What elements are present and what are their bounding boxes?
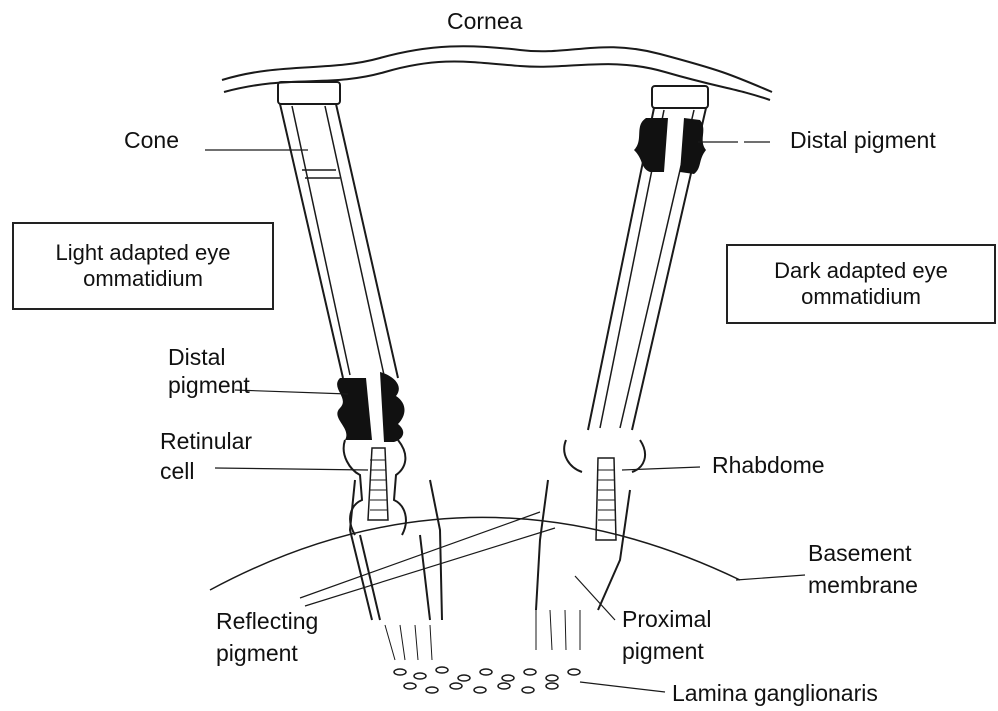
label-distal-pigment-left-2: pigment [168, 372, 250, 399]
label-retinular-2: cell [160, 458, 195, 485]
label-proximal-1: Proximal [622, 606, 711, 633]
label-cornea: Cornea [447, 8, 522, 35]
right-ommatidium [536, 86, 708, 650]
label-rhabdome: Rhabdome [712, 452, 825, 479]
left-rhabdome [368, 448, 388, 520]
lamina-ganglionaris-dots [394, 667, 580, 693]
light-adapted-box: Light adapted eye ommatidium [12, 222, 274, 310]
basement-membrane-line [210, 517, 740, 590]
label-reflecting-2: pigment [216, 640, 298, 667]
label-lamina: Lamina ganglionaris [672, 680, 878, 707]
label-proximal-2: pigment [622, 638, 704, 665]
label-basement-2: membrane [808, 572, 918, 599]
right-distal-pigment [634, 118, 668, 172]
dark-adapted-line-2: ommatidium [728, 284, 994, 310]
left-distal-pigment [337, 378, 372, 440]
label-retinular-1: Retinular [160, 428, 252, 455]
label-distal-pigment-right: Distal pigment [790, 127, 936, 154]
dark-adapted-box: Dark adapted eye ommatidium [726, 244, 996, 324]
label-cone: Cone [124, 127, 179, 154]
light-adapted-line-2: ommatidium [14, 266, 272, 292]
label-basement-1: Basement [808, 540, 912, 567]
light-adapted-line-1: Light adapted eye [14, 240, 272, 266]
label-reflecting-1: Reflecting [216, 608, 318, 635]
left-ommatidium [278, 82, 442, 660]
label-distal-pigment-left-1: Distal [168, 344, 226, 371]
dark-adapted-line-1: Dark adapted eye [728, 258, 994, 284]
